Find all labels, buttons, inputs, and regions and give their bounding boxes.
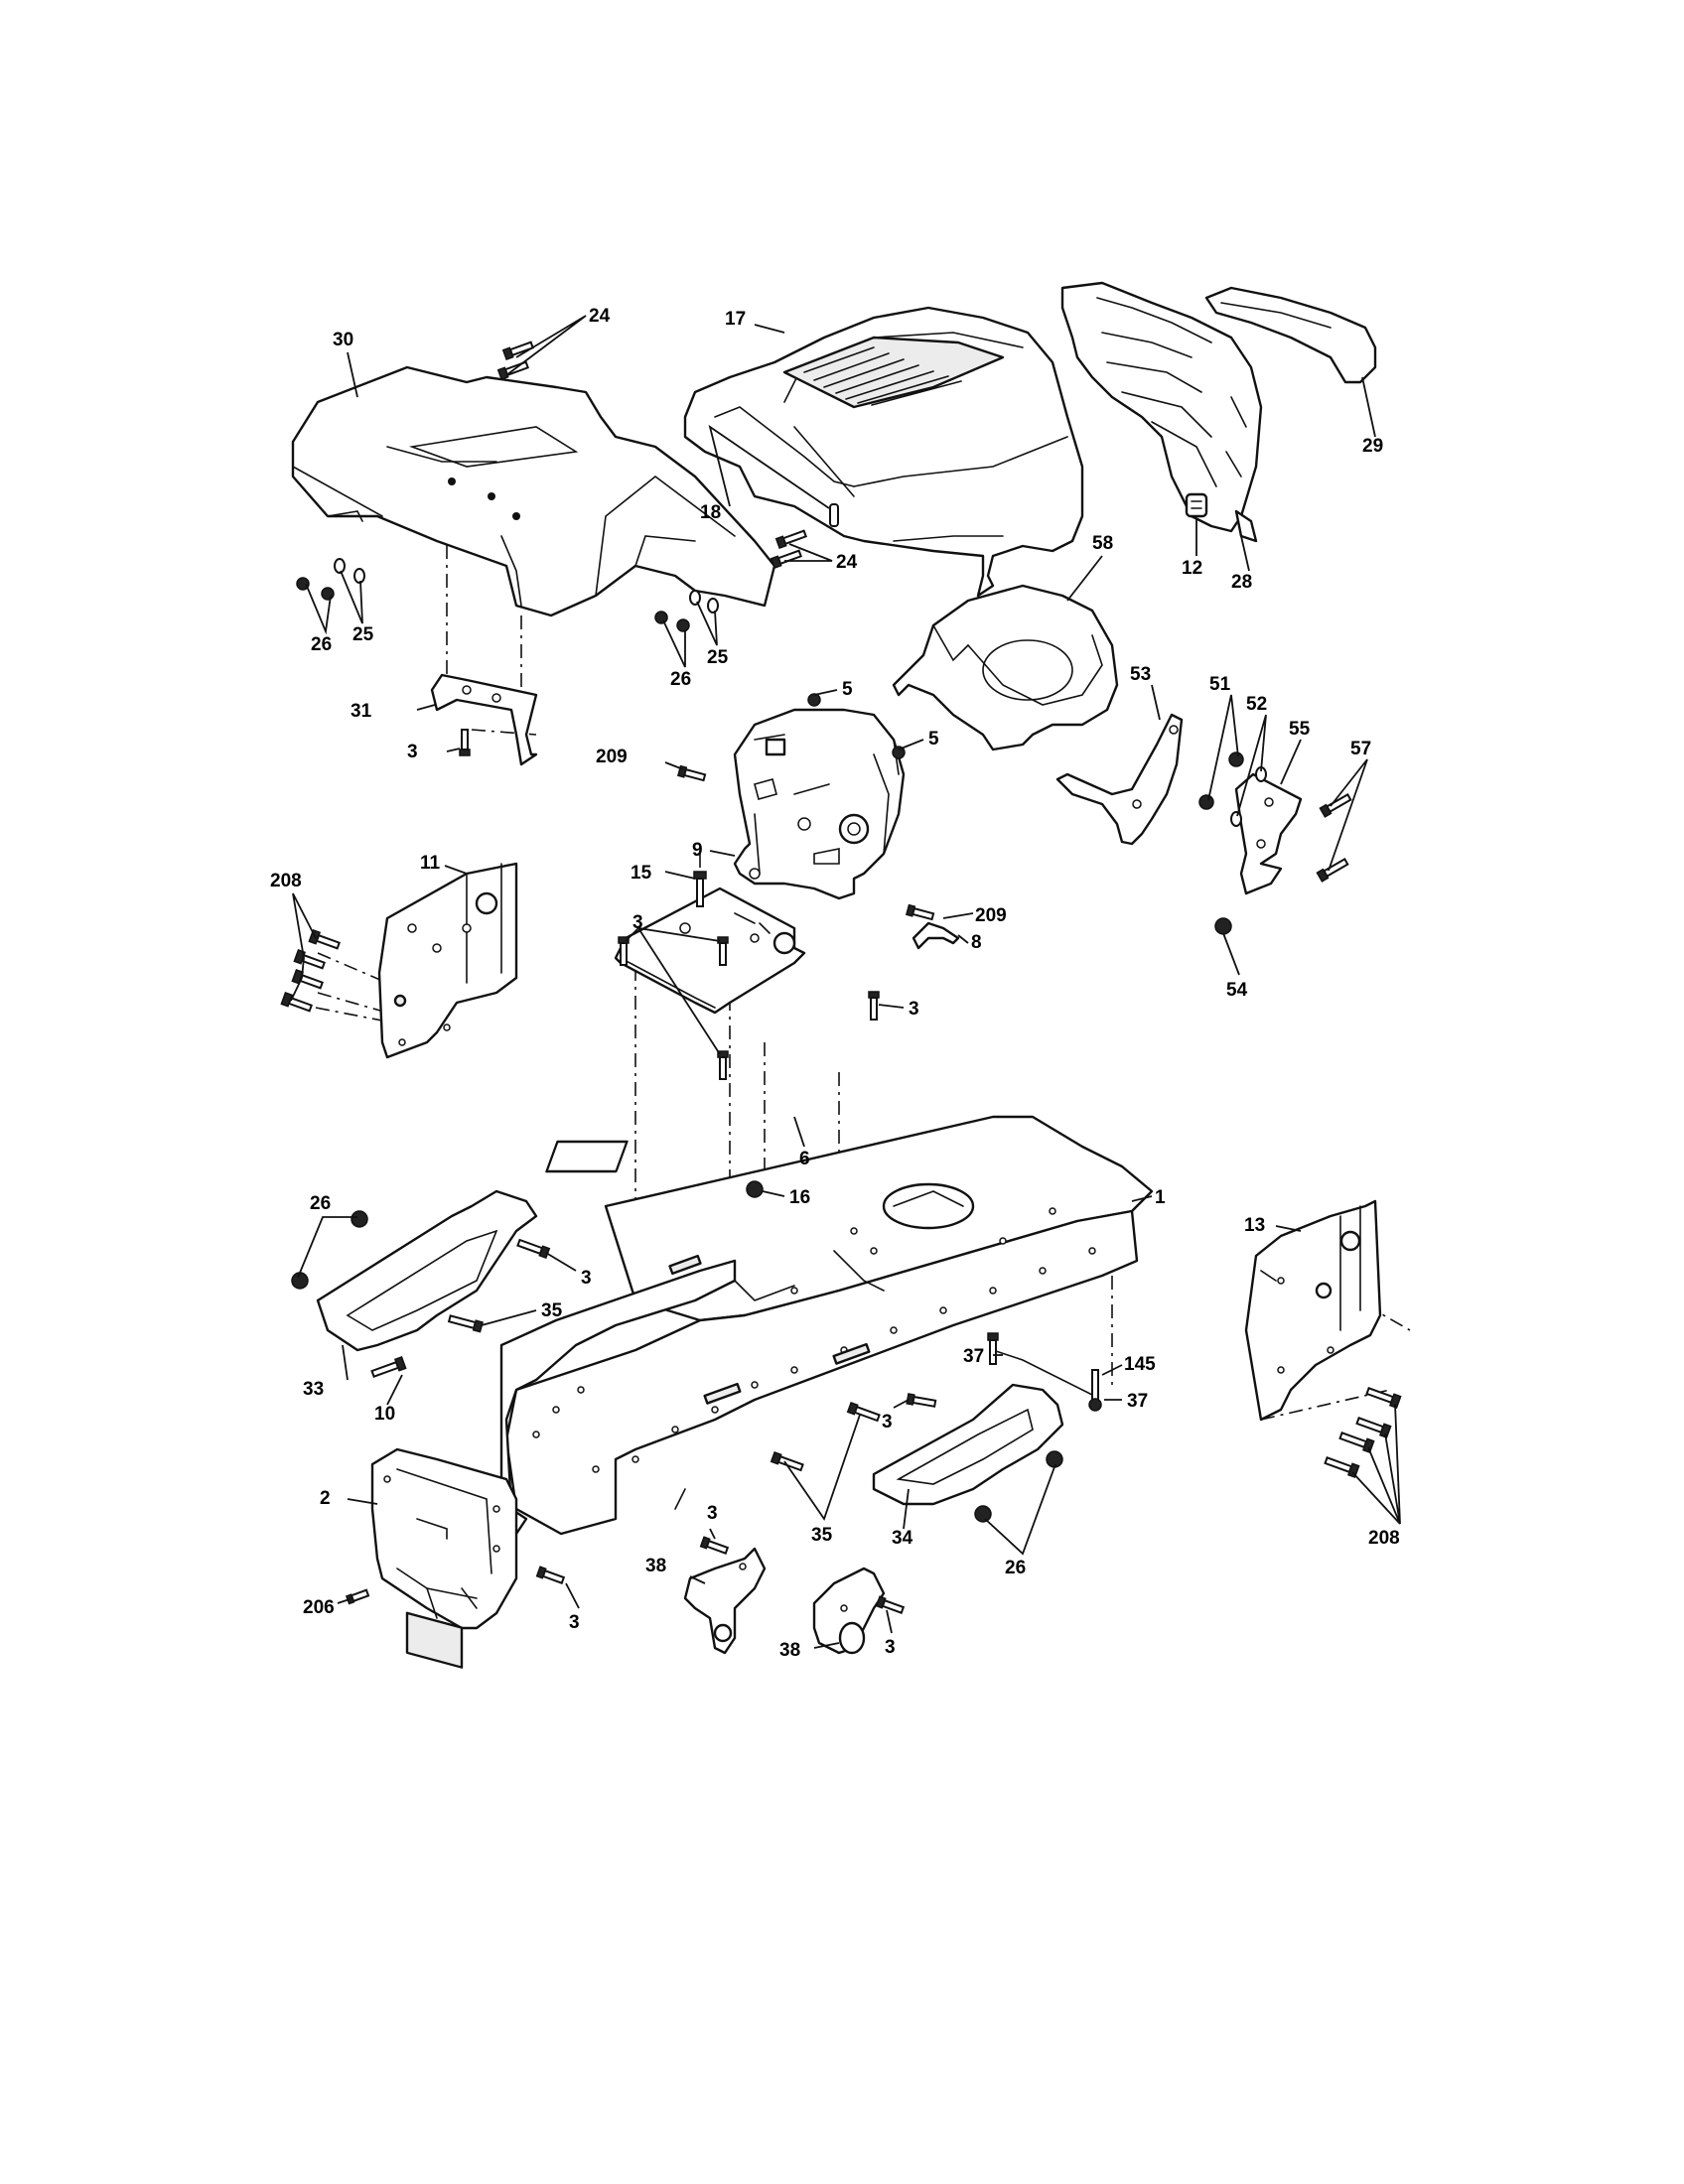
part-38-bracket-right (812, 1567, 886, 1655)
callout-35: 35 (541, 1300, 563, 1321)
callout-11: 11 (420, 853, 441, 874)
callout-57: 57 (1350, 739, 1371, 759)
callout-1: 1 (1155, 1187, 1166, 1208)
callout-2: 2 (320, 1488, 331, 1509)
callout-55: 55 (1289, 719, 1311, 740)
callout-3: 3 (885, 1637, 896, 1658)
callout-53: 53 (1130, 664, 1151, 685)
part-34-footrest (872, 1349, 1093, 1506)
callout-labels: 30 24 17 29 18 24 12 28 26 25 26 25 58 5… (270, 306, 1400, 1661)
callout-3: 3 (407, 742, 418, 762)
callout-26: 26 (1005, 1558, 1026, 1578)
part-55-bracket (1234, 772, 1303, 895)
callout-38: 38 (645, 1556, 666, 1576)
part-30-dash-panel (291, 365, 776, 617)
part-53-bracket (1055, 713, 1184, 846)
fasteners (280, 341, 1402, 1614)
part-2-front-bracket (370, 1447, 518, 1669)
part-6-plate (614, 887, 806, 1015)
callout-28: 28 (1231, 572, 1252, 593)
callout-3: 3 (569, 1612, 580, 1633)
callout-12: 12 (1182, 558, 1202, 579)
part-31-bracket (430, 673, 538, 766)
part-1-main-frame (499, 1115, 1154, 1536)
callout-208: 208 (1368, 1528, 1400, 1549)
callout-3: 3 (909, 999, 919, 1020)
callout-209: 209 (596, 747, 628, 767)
part-11-side-panel (377, 862, 518, 1059)
part-9-dash-support (733, 708, 906, 900)
callout-206: 206 (303, 1597, 335, 1618)
callout-5: 5 (842, 679, 853, 700)
callout-9: 9 (692, 840, 703, 861)
callout-6: 6 (799, 1149, 810, 1169)
callout-10: 10 (374, 1404, 395, 1425)
part-58-air-duct (892, 584, 1119, 751)
part-13-side-panel (1244, 1199, 1382, 1422)
callout-29: 29 (1362, 436, 1383, 457)
callout-54: 54 (1226, 980, 1248, 1001)
callout-5: 5 (928, 729, 939, 750)
callout-33: 33 (303, 1379, 324, 1400)
callout-26: 26 (311, 634, 332, 655)
callout-3: 3 (882, 1412, 893, 1433)
callout-15: 15 (631, 863, 652, 884)
callout-16: 16 (789, 1187, 810, 1208)
callout-34: 34 (892, 1528, 913, 1549)
callout-38: 38 (779, 1640, 800, 1661)
callout-208: 208 (270, 871, 302, 891)
part-17-hood (683, 306, 1084, 598)
callout-51: 51 (1209, 674, 1231, 695)
callout-24: 24 (836, 552, 858, 573)
part-12-clip (1185, 492, 1208, 518)
callout-25: 25 (352, 624, 374, 645)
callout-8: 8 (971, 932, 982, 953)
callout-31: 31 (351, 701, 372, 722)
callout-3: 3 (581, 1268, 592, 1289)
callout-52: 52 (1246, 694, 1267, 715)
callout-26: 26 (310, 1193, 331, 1214)
callout-26: 26 (670, 669, 691, 690)
callout-35: 35 (811, 1525, 833, 1546)
part-33-footrest (316, 1189, 538, 1352)
callout-25: 25 (707, 647, 729, 668)
callout-30: 30 (333, 330, 353, 350)
callout-24: 24 (589, 306, 611, 327)
leader-lines (290, 315, 1401, 1649)
callout-3: 3 (632, 912, 643, 933)
part-8-clip (912, 921, 960, 950)
part-29-grille (1060, 281, 1377, 543)
callout-17: 17 (725, 309, 746, 330)
callout-58: 58 (1092, 533, 1113, 554)
callout-3: 3 (707, 1503, 718, 1524)
callout-13: 13 (1244, 1215, 1265, 1236)
callout-209: 209 (975, 905, 1007, 926)
callout-145: 145 (1124, 1354, 1156, 1375)
alignment-lines (315, 516, 1411, 1520)
callout-37: 37 (1127, 1391, 1148, 1412)
part-38-bracket-left (683, 1547, 767, 1655)
callout-37: 37 (963, 1346, 984, 1367)
callout-18: 18 (700, 502, 721, 523)
